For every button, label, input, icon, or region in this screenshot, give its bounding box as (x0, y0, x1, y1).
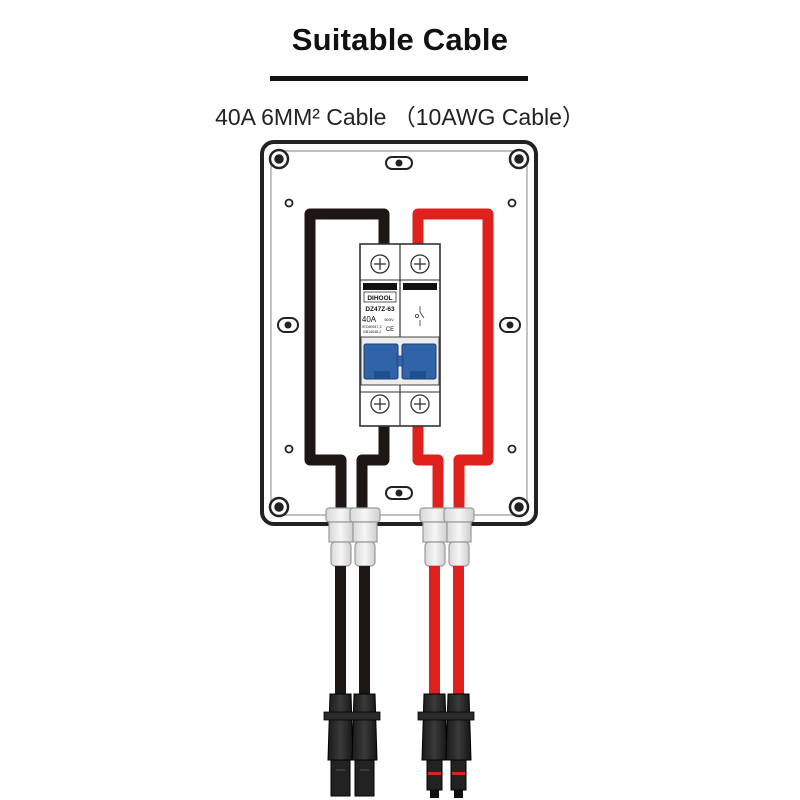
corner-screws (268, 148, 530, 518)
corner-screw-icon (508, 148, 530, 170)
circuit-breaker: DIHOOL DZ47Z-63 40A 500V IEC60947-2 GB14… (359, 243, 441, 427)
breaker-standard-label: IEC60947-2 (362, 325, 381, 329)
page-title: Suitable Cable (291, 22, 509, 57)
external-cables (335, 566, 464, 696)
panel-screw-dots (284, 198, 517, 454)
cable-gland-icon (349, 507, 381, 567)
terminal-screw-icon (370, 394, 430, 414)
breaker-standard-label: GB14048.2 (363, 330, 381, 334)
corner-screw-icon (268, 496, 290, 518)
breaker-brand-label: DIHOOL (367, 295, 392, 302)
ce-mark-icon: CE (386, 327, 394, 333)
cable-gland-icon (443, 507, 475, 567)
mounting-slot-icon (385, 486, 413, 500)
mounting-slot-icon (499, 317, 521, 333)
breaker-rating-label: 40A (362, 315, 377, 324)
mounting-slot-icon (277, 317, 299, 333)
corner-screw-icon (508, 496, 530, 518)
breaker-voltage-label: 500V (384, 317, 394, 322)
switch-symbol-icon (414, 306, 425, 326)
mounting-slots (277, 156, 521, 500)
cable-spec-caption: 40A 6MM² Cable （10AWG Cable） (215, 104, 585, 130)
terminal-screw-icon (370, 254, 430, 274)
mounting-slot-icon (385, 156, 413, 170)
corner-screw-icon (268, 148, 290, 170)
title-underline (270, 76, 528, 81)
mc4-connector-negative (323, 693, 381, 797)
mc4-connector-positive (417, 693, 475, 798)
breaker-model-label: DZ47Z-63 (365, 306, 395, 313)
cable-glands (325, 507, 475, 567)
